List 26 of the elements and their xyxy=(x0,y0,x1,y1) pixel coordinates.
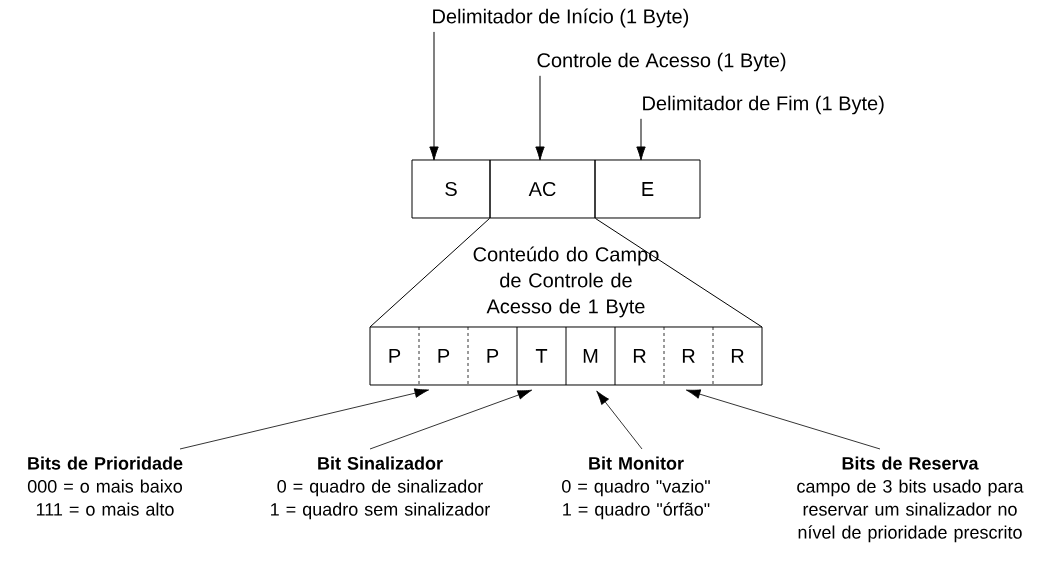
bit-description: Bits de Reserva campo de 3 bits usado para reservar um sinalizador no nível de prioridade prescrito xyxy=(797,456,1024,543)
bit-cell: P xyxy=(389,349,401,363)
arrow xyxy=(369,389,533,450)
frame-field-box: E xyxy=(594,159,701,219)
arrow xyxy=(636,118,646,161)
expansion-trapezoid: Conteúdo do Campo de Controle de Acesso de 1 Byte xyxy=(369,218,763,328)
bit-cell: P xyxy=(487,349,499,363)
field-label: Delimitador de Início (1 Byte) xyxy=(433,8,689,28)
frame-field-box: AC xyxy=(489,159,596,219)
bit-cell: P xyxy=(438,349,450,363)
arrow xyxy=(179,388,429,450)
arrow xyxy=(686,389,881,450)
bit-cell: R xyxy=(682,349,695,363)
frame-field-box: S xyxy=(411,159,491,219)
bit-cell: T xyxy=(535,349,548,363)
bit-description: Bit Sinalizador 0 = quadro de sinalizador 1 = quadro sem sinalizador xyxy=(271,456,490,520)
arrow xyxy=(429,31,439,161)
bit-description: Bit Monitor 0 = quadro "vazio" 1 = quadro "órfão" xyxy=(562,456,710,520)
bit-description: Bits de Prioridade 000 = o mais baixo 111 = o mais alto xyxy=(27,456,183,516)
bit-cell: R xyxy=(633,349,646,363)
arrow xyxy=(596,390,643,450)
bit-cell: M xyxy=(583,349,598,363)
arrow xyxy=(535,75,545,161)
field-label: Delimitador de Fim (1 Byte) xyxy=(643,95,884,115)
field-label: Controle de Acesso (1 Byte) xyxy=(537,52,786,72)
bit-cell: R xyxy=(731,349,744,363)
